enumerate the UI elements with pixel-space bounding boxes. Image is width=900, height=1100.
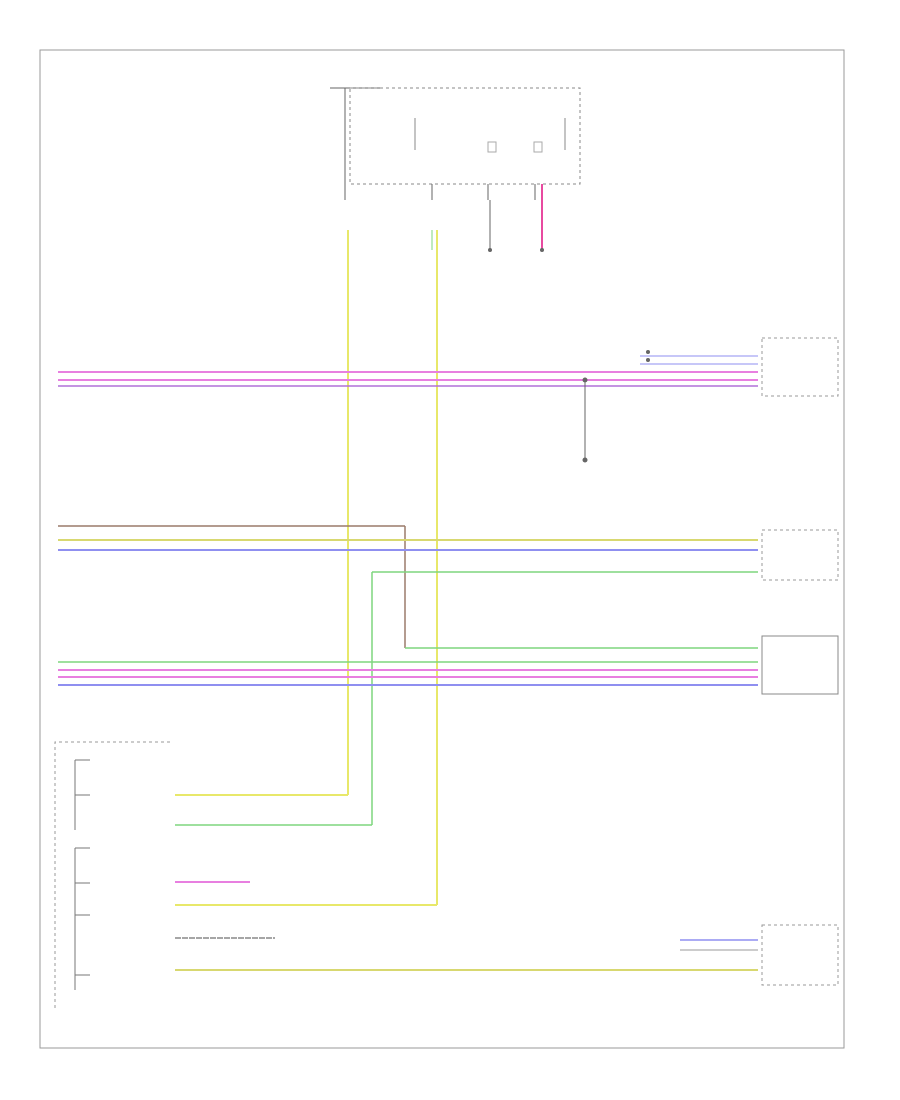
splice-dot — [582, 377, 588, 383]
module-4-box — [761, 924, 839, 986]
module-3-box — [761, 635, 839, 695]
top-module-indicator-1 — [487, 141, 497, 153]
switch-assembly — [54, 741, 839, 1010]
switch-assembly-outline — [54, 741, 170, 1010]
module-1-box — [761, 337, 839, 397]
top-module-indicator-2 — [533, 141, 543, 153]
diagram-frame — [39, 49, 845, 1049]
bus-group-1 — [58, 337, 839, 463]
connector-dot — [646, 358, 650, 362]
splice-dot — [488, 248, 492, 252]
bus-group-3 — [58, 635, 839, 695]
top-module — [330, 87, 581, 252]
splice-dot — [540, 248, 544, 252]
top-module-box — [349, 87, 581, 185]
connector-dot — [646, 350, 650, 354]
module-2-box — [761, 529, 839, 581]
bus-group-2 — [58, 525, 839, 825]
splice-dot — [582, 457, 588, 463]
